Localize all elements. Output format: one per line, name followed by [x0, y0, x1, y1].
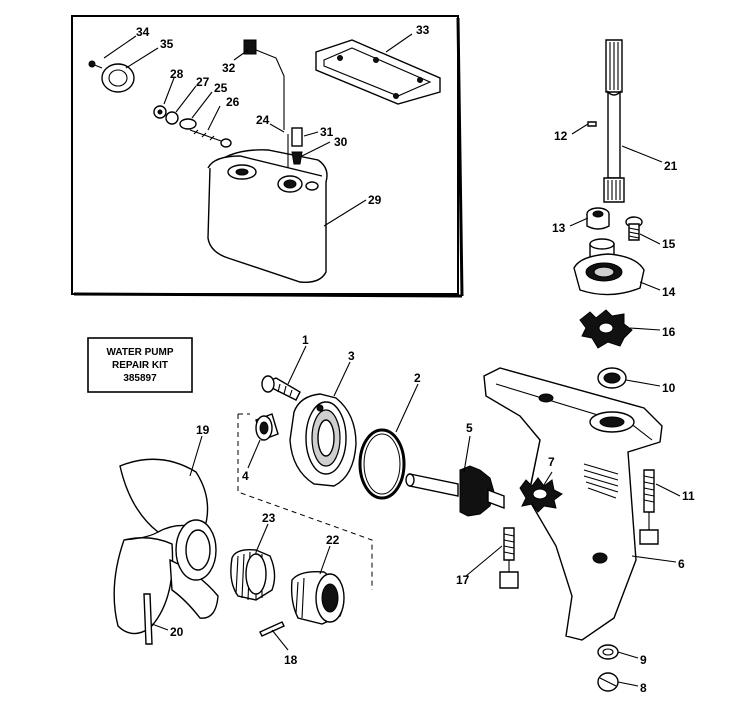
- callout-29: 29: [368, 193, 382, 207]
- part-9-washer: [597, 644, 619, 660]
- part-3-bearing-housing: [289, 393, 357, 487]
- callout-31: 31: [320, 125, 334, 139]
- callout-5: 5: [466, 421, 473, 435]
- part-21-drive-shaft: [603, 39, 625, 203]
- part-34-35-cover-plate: [88, 60, 135, 93]
- part-16-impeller: [579, 309, 633, 349]
- part-14-pump-housing: [573, 238, 645, 296]
- callout-numbers: 34 35 28 27 25 26 32 33 24 31 30 29 12 2…: [136, 23, 695, 695]
- callout-4: 4: [242, 469, 249, 483]
- callout-15: 15: [662, 237, 676, 251]
- callout-1: 1: [302, 333, 309, 347]
- part-11-screw: [639, 469, 659, 545]
- part-15-screw: [625, 216, 643, 241]
- callout-25: 25: [214, 81, 228, 95]
- part-19-propeller: [113, 458, 219, 635]
- part-1-screw: [261, 375, 301, 401]
- water-pump-kit-box: WATER PUMP REPAIR KIT 385897: [87, 337, 193, 393]
- callout-2: 2: [414, 371, 421, 385]
- callout-7: 7: [548, 455, 555, 469]
- callout-13: 13: [552, 221, 566, 235]
- part-25-28-hardware: [153, 105, 232, 148]
- part-4-bushing: [255, 413, 279, 441]
- callout-33: 33: [416, 23, 430, 37]
- callout-18: 18: [284, 653, 298, 667]
- callout-22: 22: [326, 533, 340, 547]
- part-13-bushing: [586, 207, 610, 230]
- callout-23: 23: [262, 511, 276, 525]
- part-22-bushing: [290, 570, 345, 625]
- callout-14: 14: [662, 285, 676, 299]
- callout-16: 16: [662, 325, 676, 339]
- part-12-pin: [587, 121, 597, 127]
- part-20-cotter-pin: [143, 593, 153, 645]
- callout-9: 9: [640, 653, 647, 667]
- callout-3: 3: [348, 349, 355, 363]
- callout-28: 28: [170, 67, 184, 81]
- callout-24: 24: [256, 113, 270, 127]
- kit-part-number: 385897: [123, 373, 157, 384]
- callout-11: 11: [682, 489, 695, 503]
- part-23-gear: [230, 548, 276, 601]
- kit-label-line2: REPAIR KIT: [112, 360, 168, 371]
- part-29-exhaust-housing: [207, 149, 328, 283]
- part-17-stud: [499, 527, 519, 589]
- callout-27: 27: [196, 75, 210, 89]
- callout-19: 19: [196, 423, 210, 437]
- part-2-o-ring: [358, 428, 406, 500]
- kit-label-line1: WATER PUMP: [106, 347, 173, 358]
- part-8-plug: [597, 672, 619, 692]
- callout-34: 34: [136, 25, 150, 39]
- callout-17: 17: [456, 573, 470, 587]
- part-31-30-fitting: [291, 127, 303, 165]
- leader-lines: [103, 33, 681, 687]
- callout-12: 12: [554, 129, 568, 143]
- callout-8: 8: [640, 681, 647, 695]
- part-10-seal: [597, 367, 627, 389]
- callout-30: 30: [334, 135, 348, 149]
- part-5-propeller-shaft: [405, 465, 505, 517]
- callout-6: 6: [678, 557, 685, 571]
- callout-35: 35: [160, 37, 174, 51]
- part-18-pin: [259, 621, 285, 637]
- callout-26: 26: [226, 95, 240, 109]
- callout-21: 21: [664, 159, 678, 173]
- part-33-gasket: [315, 39, 441, 105]
- callout-32: 32: [222, 61, 236, 75]
- part-6-gearcase: [483, 367, 663, 641]
- part-7-pinion-gear: [519, 477, 563, 513]
- kit-bracket-dashed: [237, 413, 373, 590]
- callout-10: 10: [662, 381, 676, 395]
- callout-20: 20: [170, 625, 184, 639]
